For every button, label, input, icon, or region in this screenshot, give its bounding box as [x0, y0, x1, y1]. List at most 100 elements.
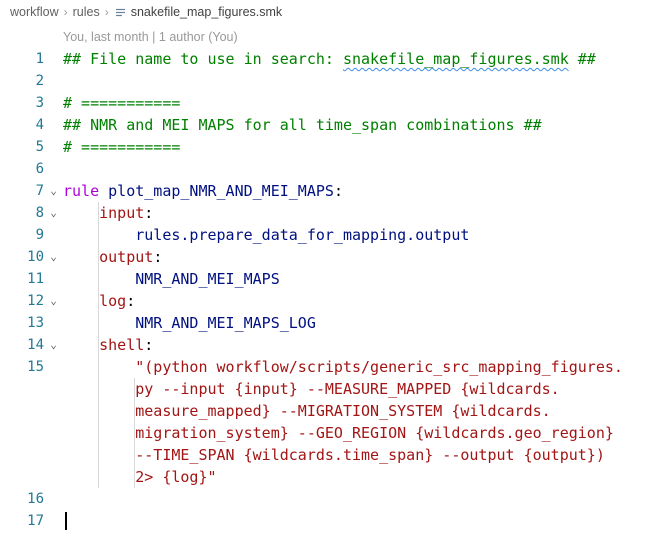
indent-guide: [98, 466, 99, 488]
code-line[interactable]: py --input {input} --MEASURE_MAPPED {wil…: [0, 378, 662, 400]
line-number[interactable]: [0, 466, 44, 488]
code-line[interactable]: 16: [0, 488, 662, 510]
code-token: log: [99, 292, 127, 310]
code-line[interactable]: 7 ⌄ rule plot_map_NMR_AND_MEI_MAPS:: [0, 180, 662, 202]
line-number[interactable]: 10: [27, 249, 44, 265]
code-line[interactable]: 8 ⌄ input:: [0, 202, 662, 224]
code-line[interactable]: 2> {log}": [0, 466, 662, 488]
indent-guide: [98, 422, 99, 444]
code-token: :: [333, 182, 343, 200]
chevron-right-icon: ›: [104, 5, 109, 19]
code-line[interactable]: 11 NMR_AND_MEI_MAPS: [0, 268, 662, 290]
code-area: 1## File name to use in search: snakefil…: [0, 48, 662, 532]
line-number[interactable]: 1: [35, 51, 44, 67]
indent-guide: [98, 246, 99, 268]
fold-chevron-icon: [44, 356, 63, 378]
indent-guide: [98, 444, 99, 466]
fold-chevron-icon: [44, 378, 63, 400]
code-line[interactable]: --TIME_SPAN {wildcards.time_span} --outp…: [0, 444, 662, 466]
fold-chevron-icon[interactable]: ⌄: [50, 184, 57, 197]
line-number[interactable]: 16: [27, 491, 44, 507]
code-line[interactable]: 13 NMR_AND_MEI_MAPS_LOG: [0, 312, 662, 334]
code-token: rules.prepare_data_for_mapping.output: [135, 226, 470, 244]
code-token: input: [99, 204, 145, 222]
fold-chevron-icon[interactable]: ⌄: [50, 250, 57, 263]
code-token: snakefile_map_figures.smk: [342, 50, 569, 68]
code-token: 2> {log}": [135, 468, 217, 486]
line-number[interactable]: [0, 444, 44, 466]
breadcrumb-file-label: snakefile_map_figures.smk: [130, 5, 283, 19]
code-token: ## NMR and MEI MAPS for all time_span co…: [63, 116, 542, 134]
line-number[interactable]: 4: [35, 117, 44, 133]
line-number[interactable]: [0, 378, 44, 400]
fold-chevron-icon: [44, 136, 63, 158]
code-text: input:: [63, 202, 662, 224]
line-number[interactable]: 3: [35, 95, 44, 111]
code-text: ## NMR and MEI MAPS for all time_span co…: [63, 114, 662, 136]
code-token: :: [144, 204, 154, 222]
code-text: # ===========: [63, 92, 662, 114]
breadcrumb-item-workflow[interactable]: workflow: [10, 5, 59, 19]
code-token: "(python workflow/scripts/generic_src_ma…: [135, 358, 623, 376]
fold-chevron-icon: [44, 312, 63, 334]
code-line[interactable]: 5 # ===========: [0, 136, 662, 158]
git-blame-codelens[interactable]: You, last month | 1 author (You): [63, 30, 238, 44]
code-text: # ===========: [63, 136, 662, 158]
fold-chevron-icon: [44, 488, 63, 510]
line-number[interactable]: 7: [35, 183, 44, 199]
code-token: shell: [99, 336, 145, 354]
fold-chevron-icon: [44, 400, 63, 422]
line-number[interactable]: 6: [35, 161, 44, 177]
code-text: py --input {input} --MEASURE_MAPPED {wil…: [63, 378, 662, 400]
code-line[interactable]: 6: [0, 158, 662, 180]
code-line[interactable]: measure_mapped} --MIGRATION_SYSTEM {wild…: [0, 400, 662, 422]
fold-chevron-icon: [44, 48, 63, 70]
code-line[interactable]: 1## File name to use in search: snakefil…: [0, 48, 662, 70]
code-line[interactable]: 4 ## NMR and MEI MAPS for all time_span c…: [0, 114, 662, 136]
line-number[interactable]: 2: [35, 73, 44, 89]
line-number[interactable]: 14: [27, 337, 44, 353]
chevron-right-icon: ›: [63, 5, 68, 19]
fold-chevron-icon[interactable]: ⌄: [50, 206, 57, 219]
line-number[interactable]: 5: [35, 139, 44, 155]
file-lines-icon: [115, 8, 125, 16]
line-number[interactable]: 8: [35, 205, 44, 221]
indent-guide: [134, 444, 135, 466]
breadcrumb-item-rules[interactable]: rules: [72, 5, 100, 19]
code-token: [63, 468, 135, 486]
code-token: :: [144, 336, 154, 354]
indent-guide: [98, 400, 99, 422]
fold-chevron-icon: [44, 466, 63, 488]
line-number[interactable]: 12: [27, 293, 44, 309]
indent-guide: [98, 290, 99, 312]
code-token: --TIME_SPAN {wildcards.time_span} --outp…: [135, 446, 605, 464]
code-token: [63, 204, 99, 222]
code-line[interactable]: 12⌄ log:: [0, 290, 662, 312]
fold-chevron-icon: [44, 268, 63, 290]
line-number[interactable]: 15: [27, 359, 44, 375]
code-token: rule: [63, 182, 100, 200]
code-token: migration_system} --GEO_REGION {wildcard…: [135, 424, 614, 442]
code-token: plot_map_NMR_AND_MEI_MAPS: [108, 182, 334, 200]
code-line[interactable]: 3 # ===========: [0, 92, 662, 114]
code-line[interactable]: 14 ⌄ shell:: [0, 334, 662, 356]
code-line[interactable]: 17: [0, 510, 662, 532]
line-number[interactable]: [0, 422, 44, 444]
line-number[interactable]: 11: [27, 271, 44, 287]
line-number[interactable]: 17: [27, 513, 44, 529]
line-number[interactable]: [0, 400, 44, 422]
code-line[interactable]: 10⌄ output:: [0, 246, 662, 268]
line-number[interactable]: 9: [35, 227, 44, 243]
code-text: [63, 510, 662, 532]
fold-chevron-icon[interactable]: ⌄: [50, 294, 57, 307]
code-line[interactable]: 2: [0, 70, 662, 92]
code-line[interactable]: migration_system} --GEO_REGION {wildcard…: [0, 422, 662, 444]
code-line[interactable]: 15 "(python workflow/scripts/generic_src…: [0, 356, 662, 378]
fold-chevron-icon: [44, 224, 63, 246]
code-line[interactable]: 9 rules.prepare_data_for_mapping.output: [0, 224, 662, 246]
code-token: [63, 424, 135, 442]
code-token: [63, 270, 135, 288]
breadcrumb-item-file[interactable]: snakefile_map_figures.smk: [114, 5, 282, 19]
fold-chevron-icon[interactable]: ⌄: [50, 338, 57, 351]
line-number[interactable]: 13: [27, 315, 44, 331]
